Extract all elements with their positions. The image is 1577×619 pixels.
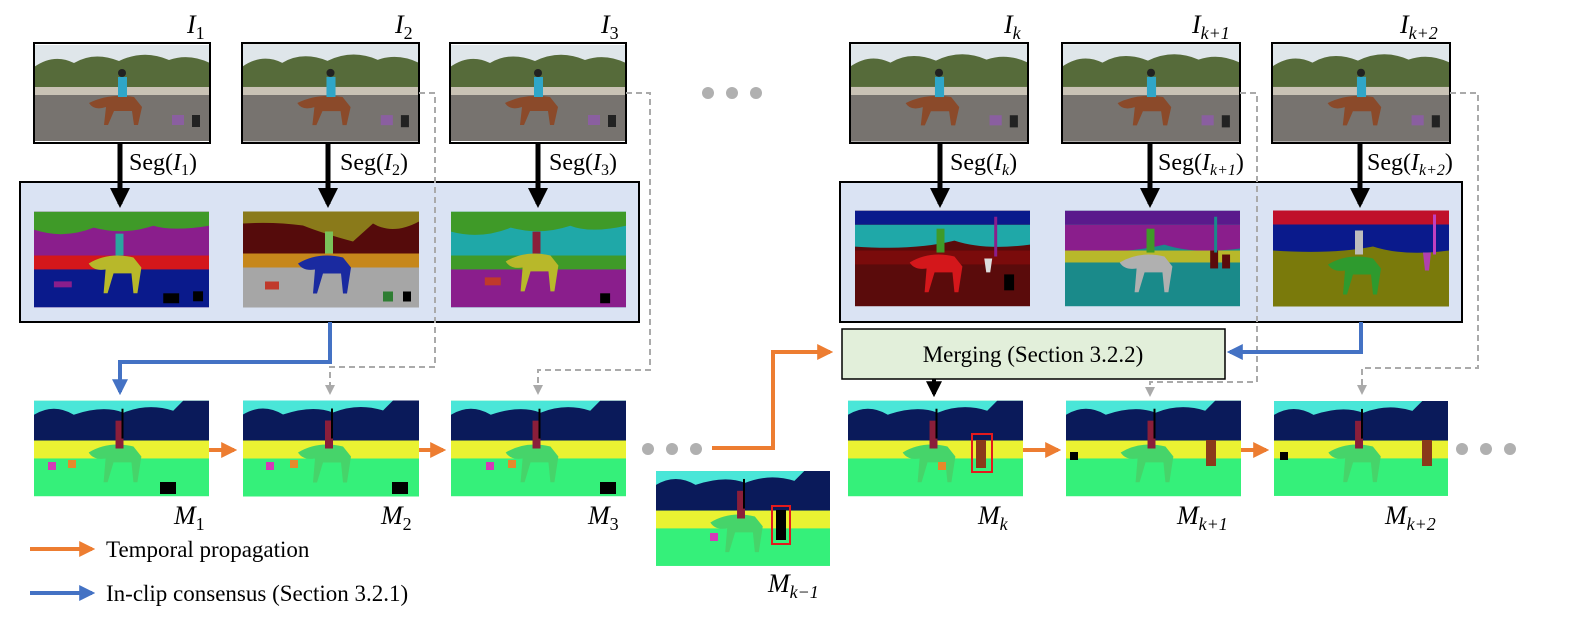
frame-label-Ik2: Ik+2 xyxy=(1399,10,1438,43)
mask-M3 xyxy=(451,400,626,497)
legend: Temporal propagation In-clip consensus (… xyxy=(30,537,408,606)
frame-label-Ik: Ik xyxy=(1003,10,1022,43)
mask-Mk-1 xyxy=(656,471,830,566)
frame-Ik1 xyxy=(1061,42,1241,144)
seg-labels: Seg(I1) Seg(I2) Seg(I3) Seg(Ik) Seg(Ik+1… xyxy=(129,150,1453,179)
legend-in-clip-consensus: In-clip consensus (Section 3.2.1) xyxy=(30,581,408,606)
merging-box: Merging (Section 3.2.2) xyxy=(841,328,1226,380)
seg-label-Ik1: Seg(Ik+1) xyxy=(1158,150,1244,179)
legend-label-temporal: Temporal propagation xyxy=(106,537,310,562)
propagation-to-merging-arrow xyxy=(712,344,834,450)
mask-Mk1 xyxy=(1066,400,1241,497)
mask-M1 xyxy=(34,400,209,497)
legend-temporal-propagation: Temporal propagation xyxy=(30,537,310,562)
frame-label-Ik1: Ik+1 xyxy=(1191,10,1230,43)
mask-label-Mk1: Mk+1 xyxy=(1176,501,1228,534)
frame-Ik xyxy=(849,42,1029,144)
seg-label-I3: Seg(I3) xyxy=(549,150,617,179)
dashed-arrows xyxy=(325,92,1479,397)
mask-label-Mk2: Mk+2 xyxy=(1384,501,1436,534)
input-frames xyxy=(33,42,1451,144)
frame-Ik2 xyxy=(1271,42,1451,144)
top-ellipsis xyxy=(702,87,762,99)
frame-label-I3: I3 xyxy=(600,10,619,43)
consensus-arrows xyxy=(112,322,1363,396)
seg-mask-Ik2 xyxy=(1273,210,1449,307)
merging-label: Merging (Section 3.2.2) xyxy=(923,342,1144,367)
frame-I2 xyxy=(241,42,420,144)
seg-label-Ik2: Seg(Ik+2) xyxy=(1367,150,1453,179)
seg-mask-I2 xyxy=(243,211,419,308)
seg-arrows xyxy=(110,143,1370,208)
segmentation-masks xyxy=(34,210,1449,308)
seg-label-I1: Seg(I1) xyxy=(129,150,197,179)
mask-labels: M1 M2 M3 Mk−1 Mk Mk+1 Mk+2 xyxy=(173,501,1436,602)
legend-label-consensus: In-clip consensus (Section 3.2.1) xyxy=(106,581,408,606)
mask-label-M3: M3 xyxy=(587,501,619,534)
mask-Mk2 xyxy=(1274,401,1448,496)
frame-label-I1: I1 xyxy=(186,10,205,43)
bottom-ellipsis-left xyxy=(642,443,702,455)
mask-label-Mk: Mk xyxy=(977,501,1009,534)
mask-M2 xyxy=(243,400,419,497)
mask-Mk xyxy=(848,400,1023,497)
mask-label-M1: M1 xyxy=(173,501,205,534)
frame-label-I2: I2 xyxy=(394,10,413,43)
seg-label-Ik: Seg(Ik) xyxy=(950,150,1017,179)
seg-label-I2: Seg(I2) xyxy=(340,150,408,179)
seg-mask-I1 xyxy=(34,211,209,308)
frame-labels: I1 I2 I3 Ik Ik+1 Ik+2 xyxy=(186,10,1438,43)
seg-mask-Ik1 xyxy=(1065,210,1240,307)
seg-mask-I3 xyxy=(451,211,626,308)
propagated-masks xyxy=(34,400,1448,566)
seg-mask-Ik xyxy=(855,210,1030,307)
frame-I3 xyxy=(449,42,627,144)
bottom-ellipsis-right xyxy=(1456,443,1516,455)
mask-label-M2: M2 xyxy=(380,501,412,534)
frame-I1 xyxy=(33,42,211,144)
mask-label-Mk-1: Mk−1 xyxy=(767,569,819,602)
